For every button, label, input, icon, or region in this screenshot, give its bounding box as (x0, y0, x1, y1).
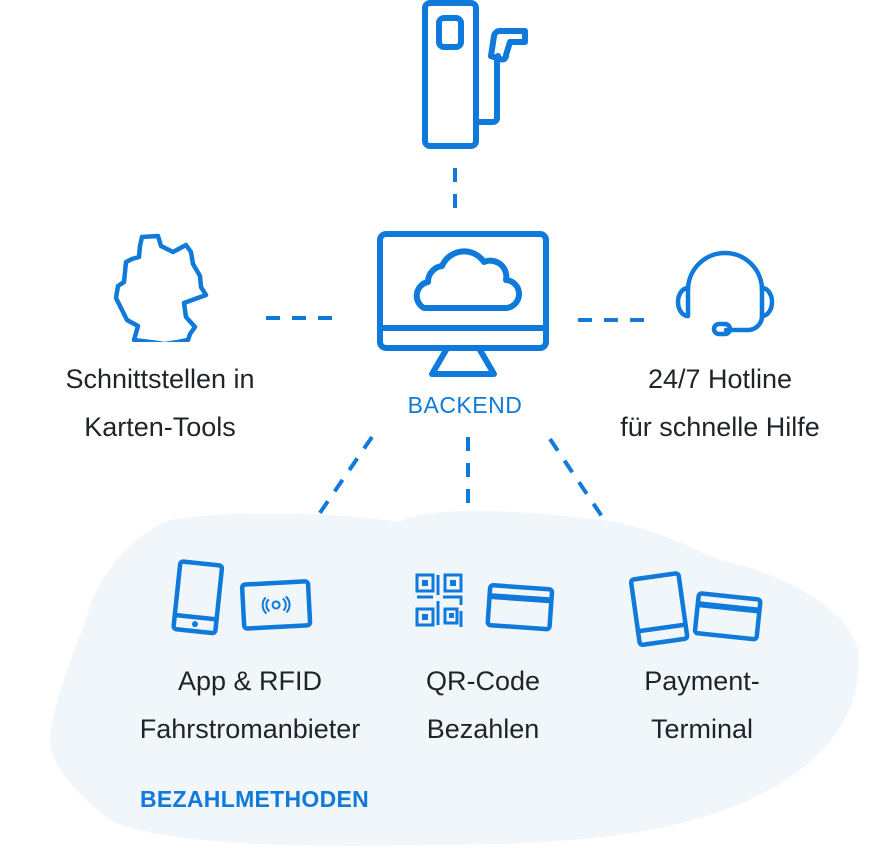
payment-method-qr-code-line-2: Bezahlen (426, 714, 540, 744)
app-rfid-icons (171, 559, 313, 636)
payment-method-app-rfid-line-2: Fahrstromanbieter (139, 714, 361, 744)
payment-method-app-rfid: App & RFID Fahrstromanbieter (100, 657, 400, 753)
rfid-card-icon (239, 579, 313, 631)
connector-app-rfid (313, 435, 374, 522)
qr-code-icon (415, 573, 463, 627)
backend-label: BACKEND (407, 392, 523, 418)
payment-method-terminal-line-2: Terminal (650, 714, 754, 744)
germany-map-icon (113, 233, 209, 342)
payment-method-terminal-line-1: Payment- (644, 666, 760, 696)
payment-terminal-icon (628, 571, 690, 648)
credit-card-icon (692, 591, 763, 642)
monitor-cloud-icon (377, 231, 549, 377)
payment-terminal-icons (628, 571, 763, 648)
right-label-line-2: für schnelle Hilfe (620, 412, 820, 442)
qr-code-payment-icons (415, 573, 555, 632)
payment-methods-title: BEZAHLMETHODEN (140, 786, 370, 812)
right-label-line-1: 24/7 Hotline (647, 364, 793, 394)
payment-method-qr-code: QR-Code Bezahlen (383, 657, 583, 753)
connector-payment-terminal (548, 437, 607, 523)
left-label-line-2: Karten-Tools (84, 412, 236, 442)
payment-method-terminal: Payment- Terminal (602, 657, 802, 753)
payment-method-qr-code-line-1: QR-Code (425, 666, 541, 696)
left-label: Schnittstellen in Karten-Tools (10, 355, 310, 451)
headset-icon (675, 250, 775, 337)
charging-station-icon (422, 0, 528, 149)
right-label: 24/7 Hotline für schnelle Hilfe (570, 355, 870, 451)
smartphone-icon (171, 559, 225, 636)
credit-card-icon (485, 583, 555, 632)
payment-method-app-rfid-line-1: App & RFID (177, 666, 323, 696)
left-label-line-1: Schnittstellen in (65, 364, 255, 394)
